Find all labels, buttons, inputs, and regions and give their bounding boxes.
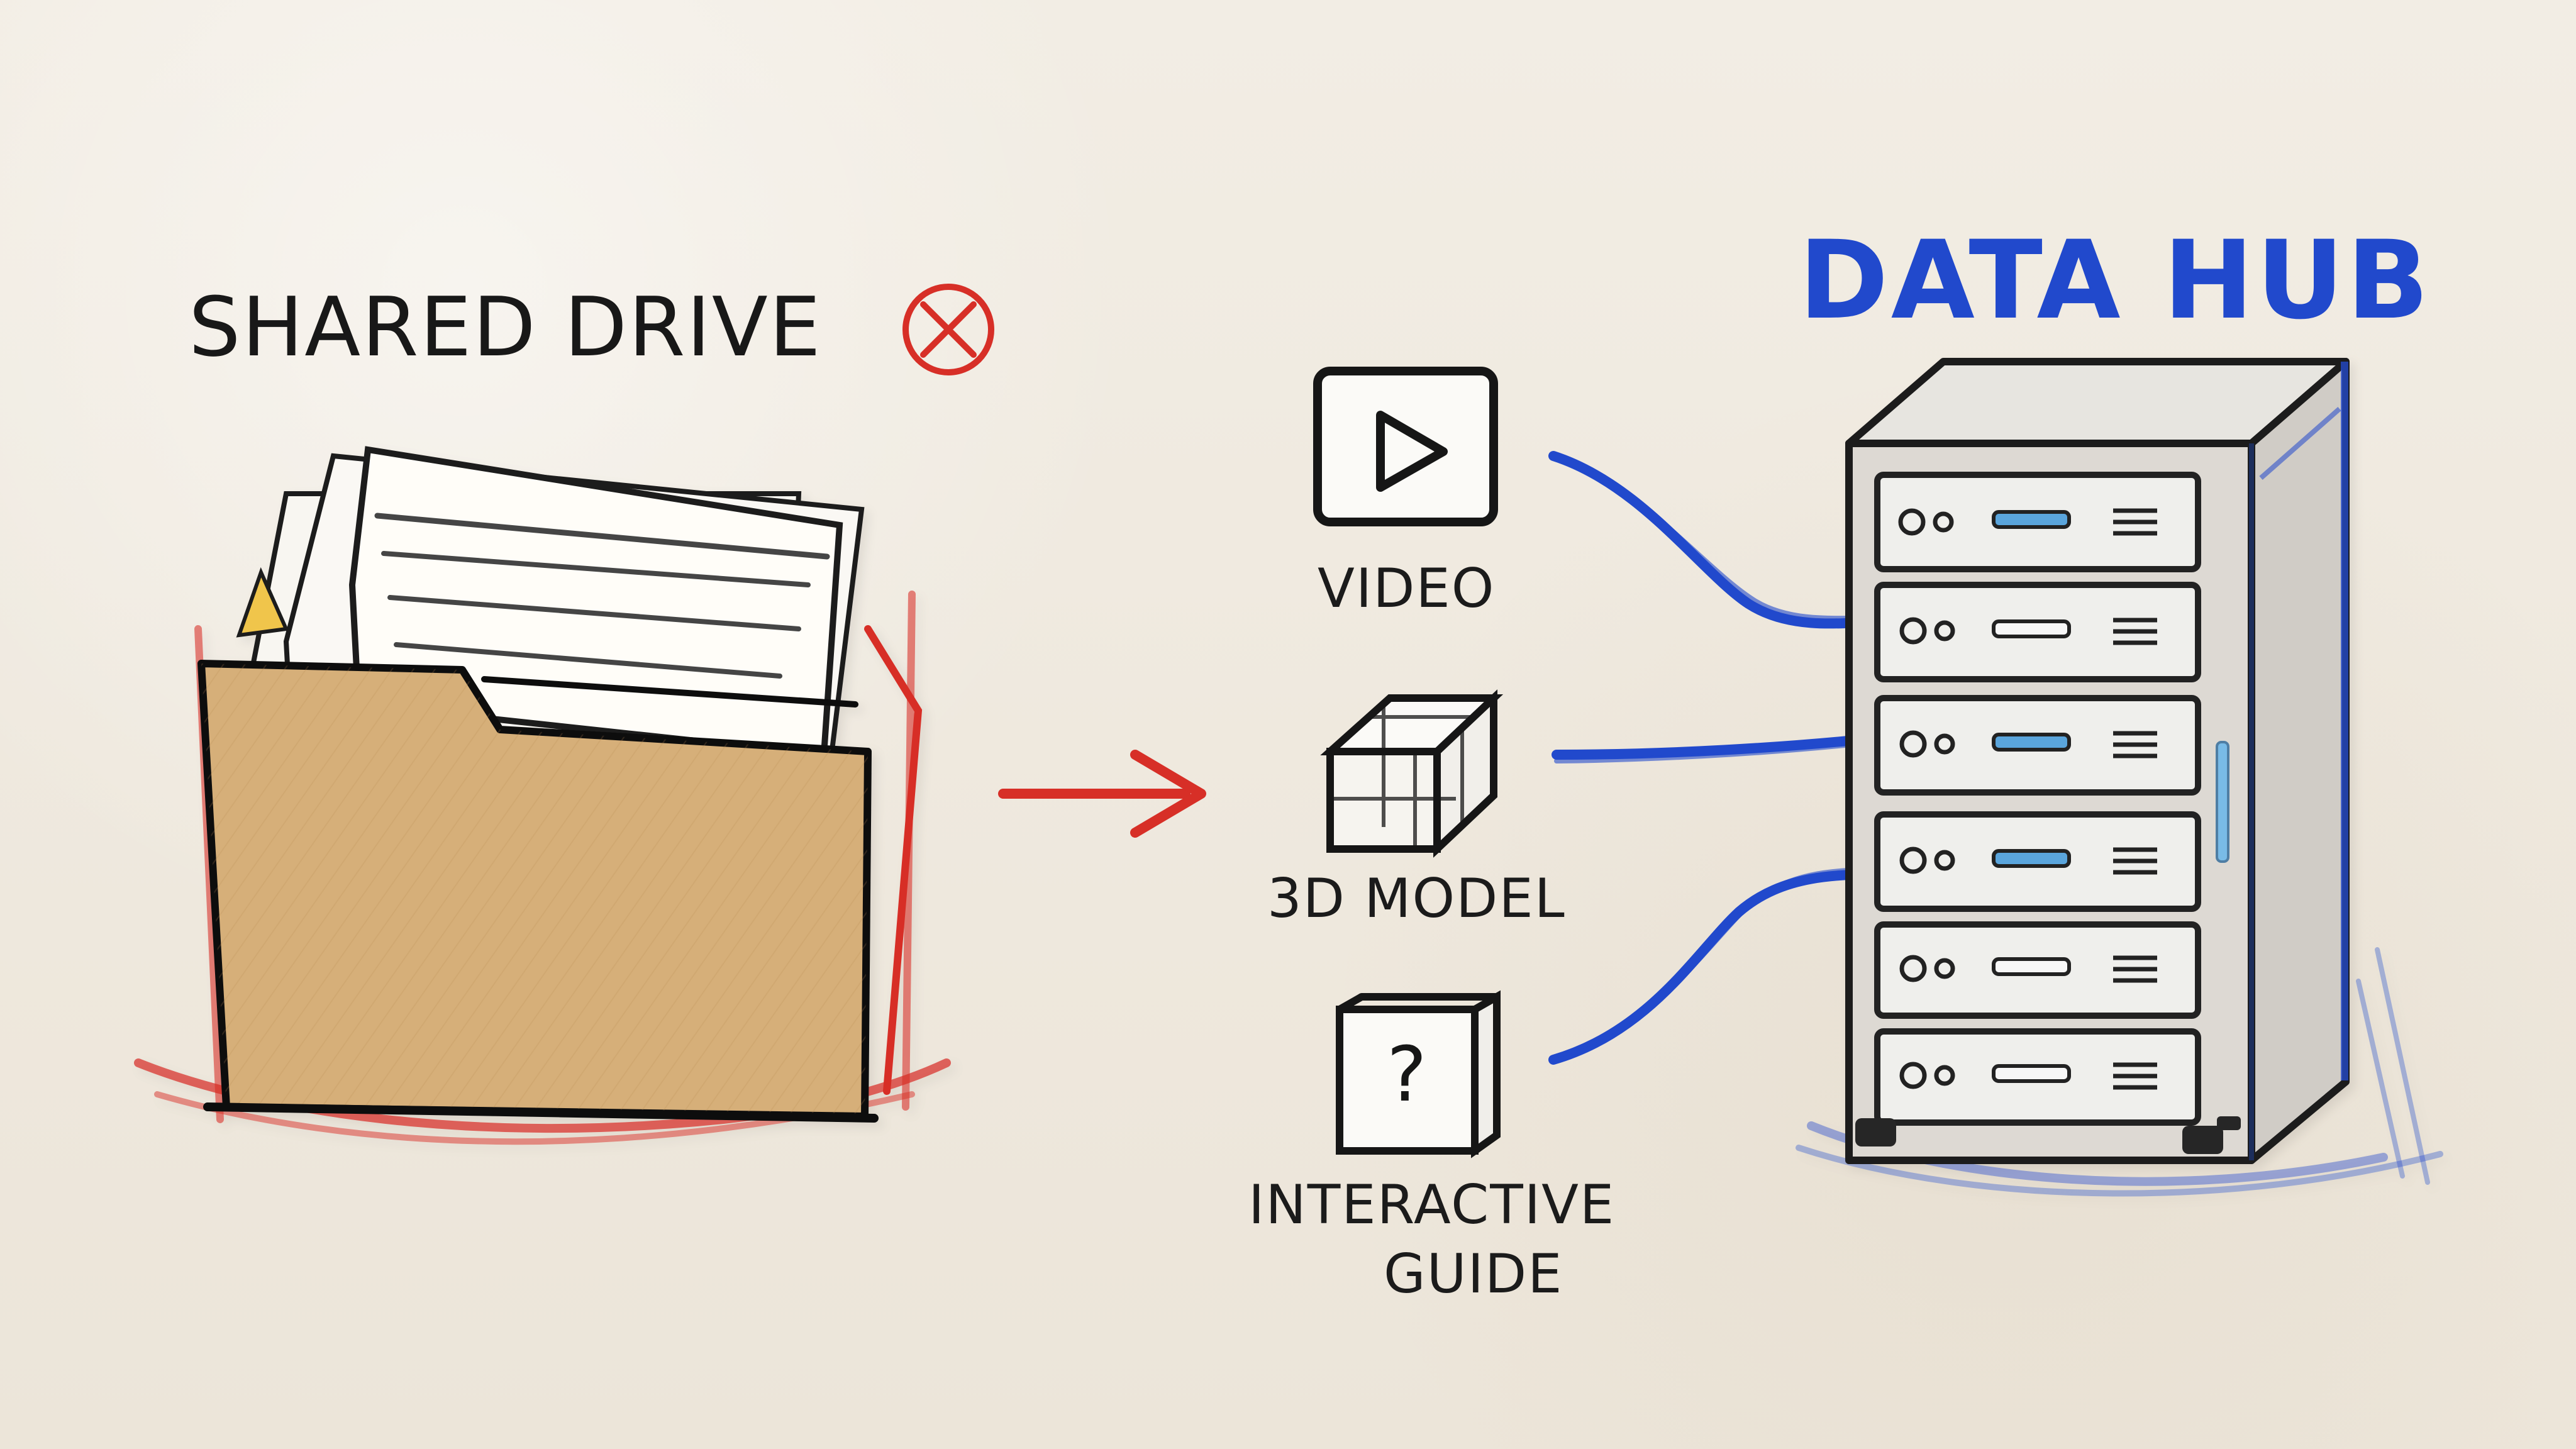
red-arrow xyxy=(998,750,1206,838)
play-icon xyxy=(1313,367,1498,526)
video-label: VIDEO xyxy=(1318,557,1495,620)
server-unit-1 xyxy=(1874,472,2201,572)
server-rack xyxy=(1796,358,2443,1197)
interactive-guide-label-line2: GUIDE xyxy=(1384,1243,1563,1306)
server-unit-3 xyxy=(1874,695,2201,796)
folder-illustration xyxy=(134,446,951,1145)
cube-icon xyxy=(1320,689,1504,858)
3d-model-label: 3D MODEL xyxy=(1267,867,1566,930)
x-circle-icon xyxy=(902,284,994,375)
server-unit-4 xyxy=(1874,811,2201,912)
svg-text:?: ? xyxy=(1387,1031,1427,1119)
data-hub-title: DATA HUB xyxy=(1799,217,2431,343)
server-unit-6 xyxy=(1874,1028,2201,1126)
video-item: VIDEO xyxy=(1313,367,1498,620)
folder-body xyxy=(197,660,879,1123)
interactive-guide-item: ? INTERACTIVE GUIDE xyxy=(1248,990,1615,1306)
shared-drive-title: SHARED DRIVE xyxy=(189,279,822,375)
shared-drive-title-group: SHARED DRIVE xyxy=(189,279,994,375)
3d-model-item: 3D MODEL xyxy=(1267,689,1566,930)
content-types: VIDEO 3D MODEL ? INTERACTIVE xyxy=(1248,367,1615,1306)
interactive-guide-label-line1: INTERACTIVE xyxy=(1248,1174,1615,1236)
server-unit-5 xyxy=(1874,921,2201,1019)
question-book-icon: ? xyxy=(1336,990,1501,1158)
server-unit-2 xyxy=(1874,582,2201,682)
